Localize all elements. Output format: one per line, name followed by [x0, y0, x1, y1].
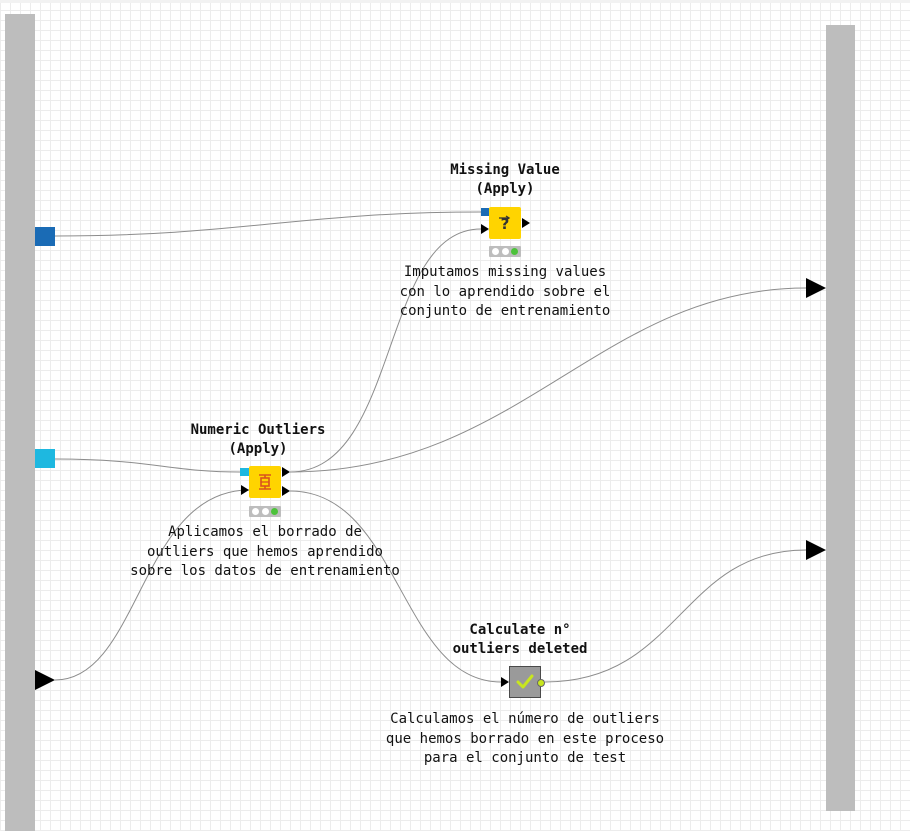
numeric-outliers-icon: [259, 474, 271, 490]
calculate-data-inport[interactable]: [501, 677, 509, 687]
numeric-outliers-node[interactable]: [249, 466, 281, 498]
calculate-node[interactable]: [509, 666, 541, 698]
svg-text:?: ?: [501, 215, 510, 233]
numeric-outliers-data-outport-1[interactable]: [282, 467, 290, 477]
missing-value-node-description: Imputamos missing values con lo aprendid…: [399, 264, 611, 319]
missing-value-node-title: Missing Value (Apply): [450, 162, 560, 197]
calculate-node-description: Calculamos el número de outliers que hem…: [385, 711, 665, 766]
missing-value-model-inport[interactable]: [481, 208, 489, 216]
status-light-yellow: [261, 508, 269, 515]
connection-calculate-to-output-2[interactable]: [544, 549, 807, 683]
status-light-green: [511, 248, 519, 255]
numeric-outliers-status-indicator: [249, 506, 281, 517]
status-light-red: [491, 248, 499, 255]
connection-missing-value-model[interactable]: [54, 211, 482, 237]
missing-value-data-outport[interactable]: [522, 218, 530, 228]
input-port-model-1[interactable]: [35, 227, 55, 246]
workflow-input-bar[interactable]: [5, 14, 35, 831]
missing-value-node[interactable]: ?: [489, 207, 521, 239]
numeric-outliers-data-inport[interactable]: [241, 485, 249, 495]
status-light-yellow: [501, 248, 509, 255]
missing-value-status-indicator: [489, 246, 521, 257]
numeric-outliers-data-outport-2[interactable]: [282, 486, 290, 496]
workflow-output-bar[interactable]: [826, 25, 855, 811]
status-light-green: [271, 508, 279, 515]
numeric-outliers-node-description: Aplicamos el borrado de outliers que hem…: [130, 524, 400, 579]
top-border: [0, 0, 910, 3]
connection-outliers-model[interactable]: [54, 458, 241, 473]
calculate-node-title: Calculate n° outliers deleted: [452, 622, 588, 657]
connection-outliers-to-missing-value[interactable]: [289, 228, 482, 473]
checkmark-icon: [516, 674, 534, 689]
connection-data-to-outliers[interactable]: [54, 489, 250, 681]
numeric-outliers-model-inport[interactable]: [240, 468, 249, 476]
calculate-variable-outport[interactable]: [537, 679, 545, 687]
missing-value-icon: ?: [499, 215, 511, 233]
input-port-model-2[interactable]: [35, 449, 55, 468]
output-port-data-2[interactable]: [806, 540, 826, 560]
connection-outliers-to-output-1[interactable]: [289, 287, 807, 473]
output-port-data-1[interactable]: [806, 278, 826, 298]
missing-value-data-inport[interactable]: [481, 224, 489, 234]
status-light-red: [251, 508, 259, 515]
connection-outliers-to-calculate[interactable]: [289, 490, 502, 683]
numeric-outliers-node-title: Numeric Outliers (Apply): [190, 422, 326, 457]
input-port-data[interactable]: [35, 670, 55, 690]
